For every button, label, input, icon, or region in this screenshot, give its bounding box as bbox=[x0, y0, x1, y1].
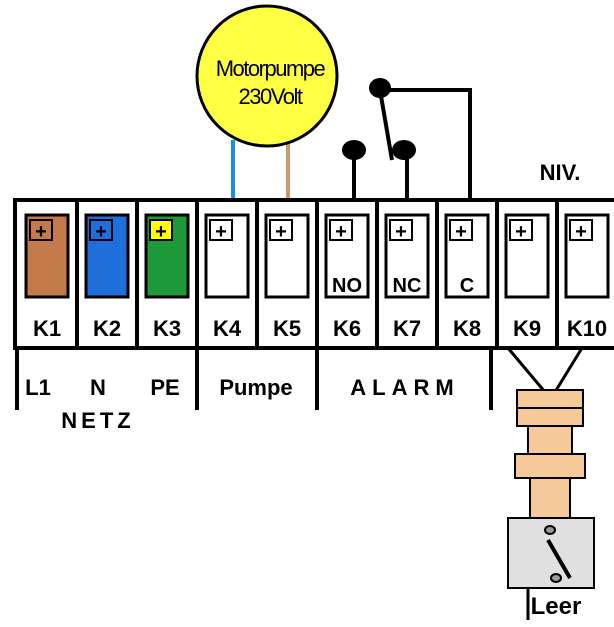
screw-k10 bbox=[569, 219, 593, 241]
plus-icon: + bbox=[335, 221, 347, 243]
terminal-k8: + C K8 bbox=[444, 200, 499, 348]
plus-icon: + bbox=[35, 221, 47, 243]
screw-k3 bbox=[149, 219, 173, 241]
terminal-k9: + K9 bbox=[504, 200, 559, 348]
contact-label-nc: NC bbox=[393, 275, 422, 297]
netz-label: NETZ bbox=[61, 408, 134, 433]
pe-label: PE bbox=[150, 375, 179, 400]
plus-icon: + bbox=[275, 221, 287, 243]
terminal-k1: + K1 bbox=[24, 200, 79, 348]
motor-pump: Motorpumpe 230Volt bbox=[195, 4, 339, 148]
motor-label-line1: Motorpumpe bbox=[216, 56, 326, 81]
terminal-k3: + K3 bbox=[144, 200, 199, 348]
terminal-k7: + NC K7 bbox=[384, 200, 439, 348]
terminal-label: K5 bbox=[273, 316, 301, 341]
terminal-label: K6 bbox=[333, 316, 361, 341]
common-contact-dot bbox=[369, 78, 391, 98]
terminal-k2: + K2 bbox=[84, 200, 139, 348]
terminal-label: K7 bbox=[393, 316, 421, 341]
plus-icon: + bbox=[395, 221, 407, 243]
plus-icon: + bbox=[95, 221, 107, 243]
terminal-label: K10 bbox=[567, 316, 607, 341]
contact-label-c: C bbox=[460, 275, 474, 297]
screw-k7 bbox=[389, 219, 413, 241]
terminal-k5: + K5 bbox=[264, 200, 319, 348]
niv-label: NIV. bbox=[540, 160, 581, 185]
screw-k5 bbox=[269, 219, 293, 241]
motor-label-line2: 230Volt bbox=[239, 84, 303, 109]
alarm-label: ALARM bbox=[350, 375, 459, 400]
terminal-label: K1 bbox=[33, 316, 61, 341]
float-switch bbox=[507, 389, 595, 589]
screw-k9 bbox=[509, 219, 533, 241]
terminal-label: K8 bbox=[453, 316, 481, 341]
leer-label: Leer bbox=[531, 593, 582, 620]
screw-k2 bbox=[89, 219, 113, 241]
terminal-label: K3 bbox=[153, 316, 181, 341]
terminal-k4: + K4 bbox=[204, 200, 259, 348]
screw-k4 bbox=[209, 219, 233, 241]
terminal-k10: + K10 bbox=[564, 213, 610, 341]
terminal-label: K2 bbox=[93, 316, 121, 341]
plus-icon: + bbox=[455, 221, 467, 243]
terminal-k6: + NO K6 bbox=[324, 200, 379, 348]
plus-icon: + bbox=[515, 221, 527, 243]
nc-contact-dot bbox=[392, 140, 416, 160]
screw-k8 bbox=[449, 219, 473, 241]
relay-contact-dots bbox=[342, 78, 416, 160]
contact-label-no: NO bbox=[332, 275, 362, 297]
l1-label: L1 bbox=[25, 375, 51, 400]
terminal-label: K9 bbox=[513, 316, 541, 341]
group-brackets bbox=[15, 348, 493, 410]
no-contact-dot bbox=[342, 140, 366, 160]
sensor-leads bbox=[506, 347, 584, 393]
plus-icon: + bbox=[575, 221, 587, 243]
screw-k1 bbox=[29, 219, 53, 241]
n-label: N bbox=[90, 375, 106, 400]
terminal-row: + K1 + K2 + K3 + K4 + K5 + NO K6 + NC K7 + C K8 + K9 + K10 bbox=[24, 200, 610, 348]
screw-k6 bbox=[329, 219, 353, 241]
pumpe-label: Pumpe bbox=[219, 375, 292, 400]
plus-icon: + bbox=[155, 221, 167, 243]
plus-icon: + bbox=[215, 221, 227, 243]
terminal-label: K4 bbox=[213, 316, 242, 341]
